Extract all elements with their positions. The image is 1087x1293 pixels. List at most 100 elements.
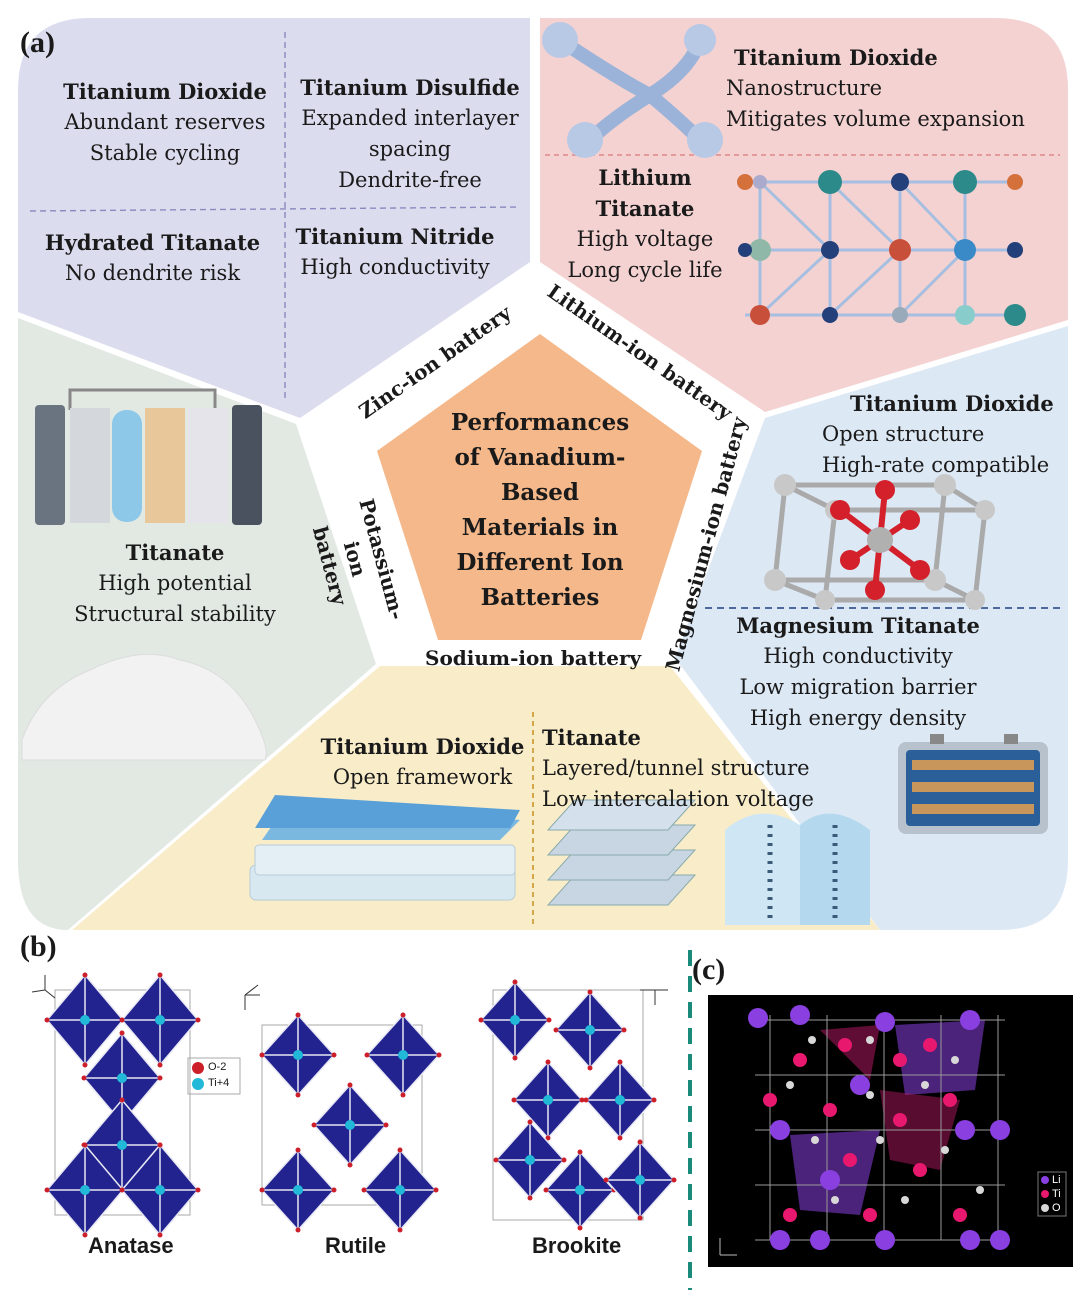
o-atom: [941, 1146, 949, 1154]
zinc-tio2-block: Titanium Dioxide Abundant reserves Stabl…: [45, 76, 285, 169]
legend-oxygen-marker: [192, 1062, 204, 1074]
panel-c-legend-box: [1037, 1171, 1067, 1217]
tio6-octahedron: [44, 972, 126, 1068]
panel-label-a: (a): [20, 26, 55, 59]
center-line-4: Materials in: [461, 514, 619, 541]
panel-label-b: (b): [20, 930, 57, 963]
lithium-tio2-line-2: Mitigates volume expansion: [726, 107, 1025, 131]
zinc-nitride-block: Titanium Nitride High conductivity: [280, 221, 510, 283]
li-atom: [960, 1230, 980, 1250]
magnesium-mgti-line-2: Low migration barrier: [739, 675, 977, 699]
center-line-5: Different Ion: [456, 549, 624, 576]
rutile-caption: Rutile: [325, 1233, 387, 1258]
tio6-octahedron: [493, 1119, 567, 1201]
o-atom: [976, 1186, 984, 1194]
sodium-titanate-line-1: Layered/tunnel structure: [542, 756, 810, 780]
o-atom: [866, 1091, 874, 1099]
legend-li-marker: [1041, 1176, 1049, 1184]
lithium-lto-title-2: Titanate: [595, 196, 695, 221]
panel-label-c: (c): [692, 953, 726, 986]
tio6-octahedron: [553, 989, 627, 1071]
potassium-battery-illustration: [35, 388, 262, 525]
li-atom: [820, 1170, 840, 1190]
li-atom: [955, 1120, 975, 1140]
unit-cell-box: [54, 989, 191, 1216]
panel-c-background: [708, 995, 1073, 1267]
zinc-tis2-line-3: Dendrite-free: [338, 168, 482, 192]
zinc-tis2-line-2: spacing: [368, 137, 452, 161]
li-atom: [790, 1005, 810, 1025]
li-atom: [960, 1010, 980, 1030]
zinc-nitride-line-1: High conductivity: [300, 255, 490, 279]
lithium-tio2-block: Titanium Dioxide Nanostructure Mitigates…: [726, 42, 1025, 135]
layered-structure-illustration: [546, 799, 697, 906]
panel-c-legend-o: O: [1052, 1202, 1061, 1214]
li-atom: [990, 1120, 1010, 1140]
tio6-octahedron: [259, 1012, 337, 1098]
legend-titanium-marker: [192, 1078, 204, 1090]
li-atom: [875, 1012, 895, 1032]
magnesium-mgti-line-1: High conductivity: [763, 644, 953, 668]
zinc-tio2-line-1: Abundant reserves: [64, 110, 266, 134]
tio6-octahedron: [361, 1147, 439, 1233]
ti-atom: [763, 1093, 777, 1107]
ti-atom: [913, 1163, 927, 1177]
magnesium-tio2-line-2: High-rate compatible: [822, 453, 1050, 477]
ti-atom: [943, 1093, 957, 1107]
legend-o-marker: [1041, 1204, 1049, 1212]
zinc-tio2-title: Titanium Dioxide: [63, 79, 267, 104]
li-atom: [770, 1120, 790, 1140]
magnesium-tio2-title: Titanium Dioxide: [850, 391, 1054, 416]
ti-atom: [783, 1208, 797, 1222]
ti-atom: [838, 1038, 852, 1052]
potassium-titanate-line-2: Structural stability: [74, 602, 276, 626]
potassium-titanate-line-1: High potential: [98, 571, 252, 595]
center-line-6: Batteries: [480, 584, 600, 611]
sodium-tio2-line-1: Open framework: [332, 765, 513, 789]
center-title: Performances of Vanadium- Based Material…: [440, 405, 640, 615]
ti-atom: [793, 1053, 807, 1067]
zinc-tis2-title: Titanium Disulfide: [300, 75, 520, 100]
legend-titanium-label: Ti+4: [208, 1077, 230, 1089]
o-atom: [808, 1036, 816, 1044]
lithium-tio2-title: Titanium Dioxide: [734, 45, 938, 70]
li-atom: [748, 1008, 768, 1028]
anatase-caption: Anatase: [88, 1233, 174, 1258]
o-atom: [831, 1196, 839, 1204]
legend-ti-marker: [1041, 1190, 1049, 1198]
tio6-octahedron: [259, 1147, 337, 1233]
tio6-octahedron: [119, 1142, 201, 1238]
sodium-titanate-title: Titanate: [542, 725, 641, 750]
magnesium-mgti-title: Magnesium Titanate: [736, 613, 980, 638]
ti-atom: [923, 1038, 937, 1052]
anatase-axes: [31, 975, 56, 999]
tio2-unit-cell: [764, 474, 995, 610]
battery-pack-illustration: [898, 734, 1048, 834]
o-atom: [866, 1036, 874, 1044]
o-atom: [901, 1196, 909, 1204]
o-atom: [951, 1056, 959, 1064]
zinc-divider-horizontal: [29, 206, 521, 212]
zinc-tis2-block: Titanium Disulfide Expanded interlayer s…: [290, 72, 530, 196]
zinc-hydrated-title: Hydrated Titanate: [44, 230, 261, 255]
zinc-nitride-title: Titanium Nitride: [295, 224, 495, 249]
rutile-axes: [244, 984, 260, 1010]
lithium-titanate-crystal: [737, 170, 1026, 326]
legend-oxygen-label: O-2: [208, 1061, 227, 1073]
panel-c-crystal-structure: [719, 1005, 1067, 1256]
o-atom: [811, 1136, 819, 1144]
li-atom: [875, 1230, 895, 1250]
li-atom: [850, 1075, 870, 1095]
tio6-octahedron: [44, 1142, 126, 1238]
tio6-octahedron: [543, 1149, 617, 1231]
sodium-ion-battery-label: Sodium-ion battery: [425, 646, 642, 670]
panel-b-crystal-structures: [44, 972, 677, 1238]
lithium-lto-title-1: Lithium: [598, 165, 692, 190]
zinc-hydrated-block: Hydrated Titanate No dendrite risk: [30, 227, 275, 289]
nanostructure-illustration: [542, 22, 723, 158]
ti-atom: [893, 1113, 907, 1127]
center-line-3: Based: [500, 479, 579, 506]
lithium-lto-line-2: Long cycle life: [567, 258, 723, 282]
tio6-octahedron: [311, 1082, 389, 1168]
ti-atom: [953, 1208, 967, 1222]
